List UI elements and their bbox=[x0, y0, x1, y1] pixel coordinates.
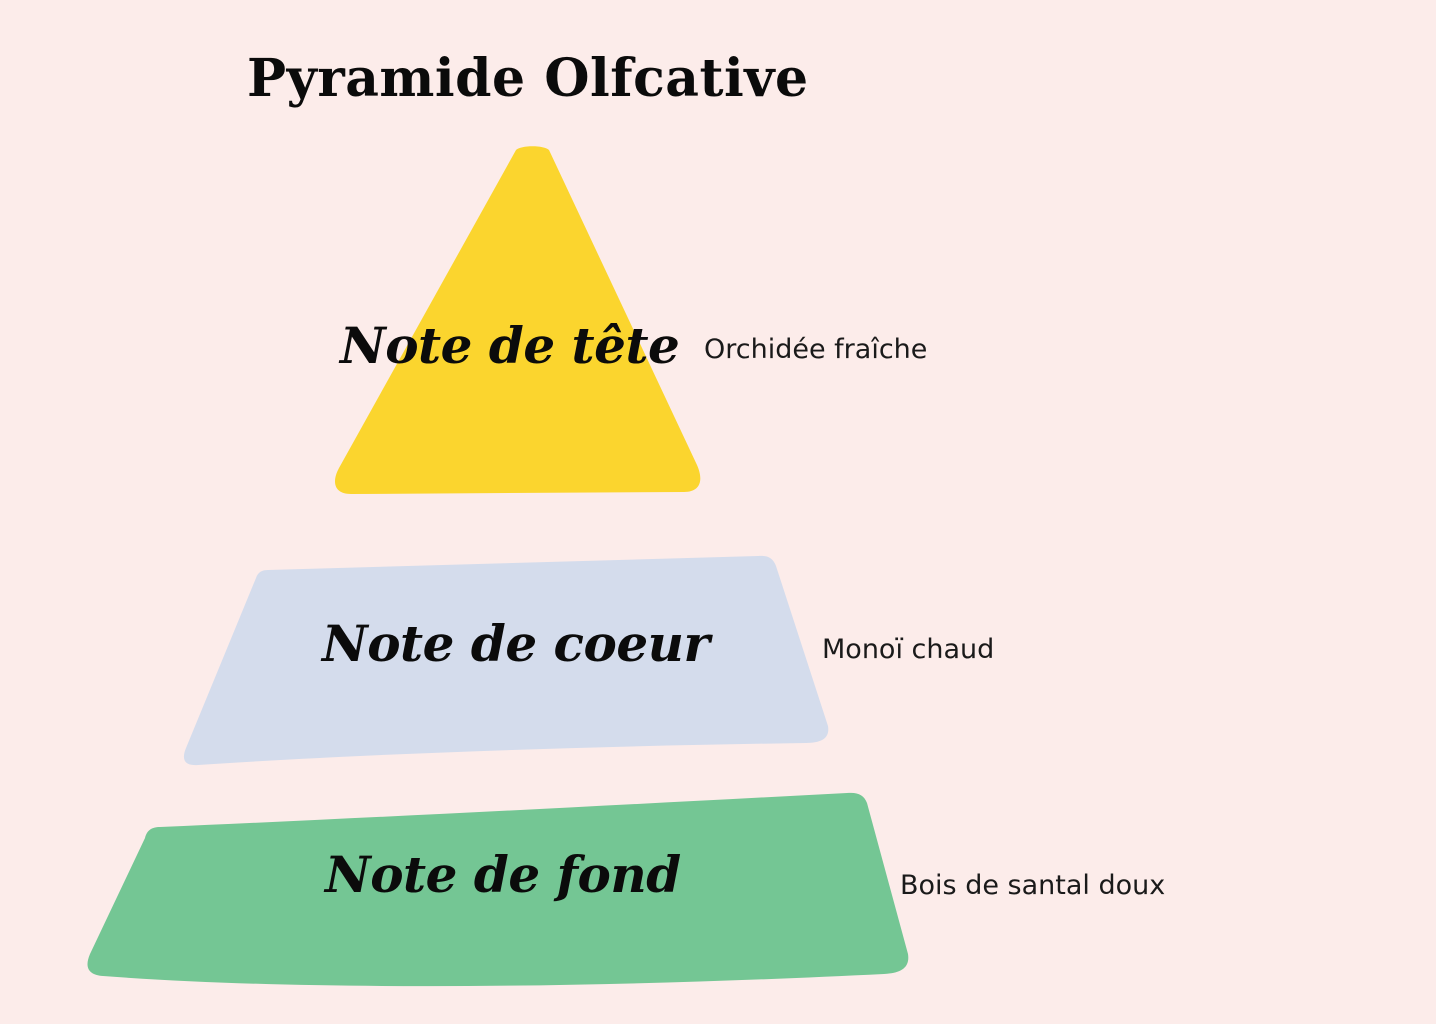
base-layer-label: Note de fond bbox=[325, 845, 681, 904]
top-layer-label: Note de tête bbox=[340, 316, 680, 375]
base-layer-description: Bois de santal doux bbox=[900, 870, 1166, 901]
top-layer-description: Orchidée fraîche bbox=[704, 334, 928, 365]
page-title: Pyramide Olfcative bbox=[247, 48, 809, 109]
top-layer-shape bbox=[335, 146, 701, 494]
heart-layer-description: Monoï chaud bbox=[822, 634, 995, 665]
heart-layer-shape bbox=[183, 555, 829, 766]
base-layer-shape bbox=[87, 792, 909, 987]
heart-layer-label: Note de coeur bbox=[322, 614, 710, 673]
